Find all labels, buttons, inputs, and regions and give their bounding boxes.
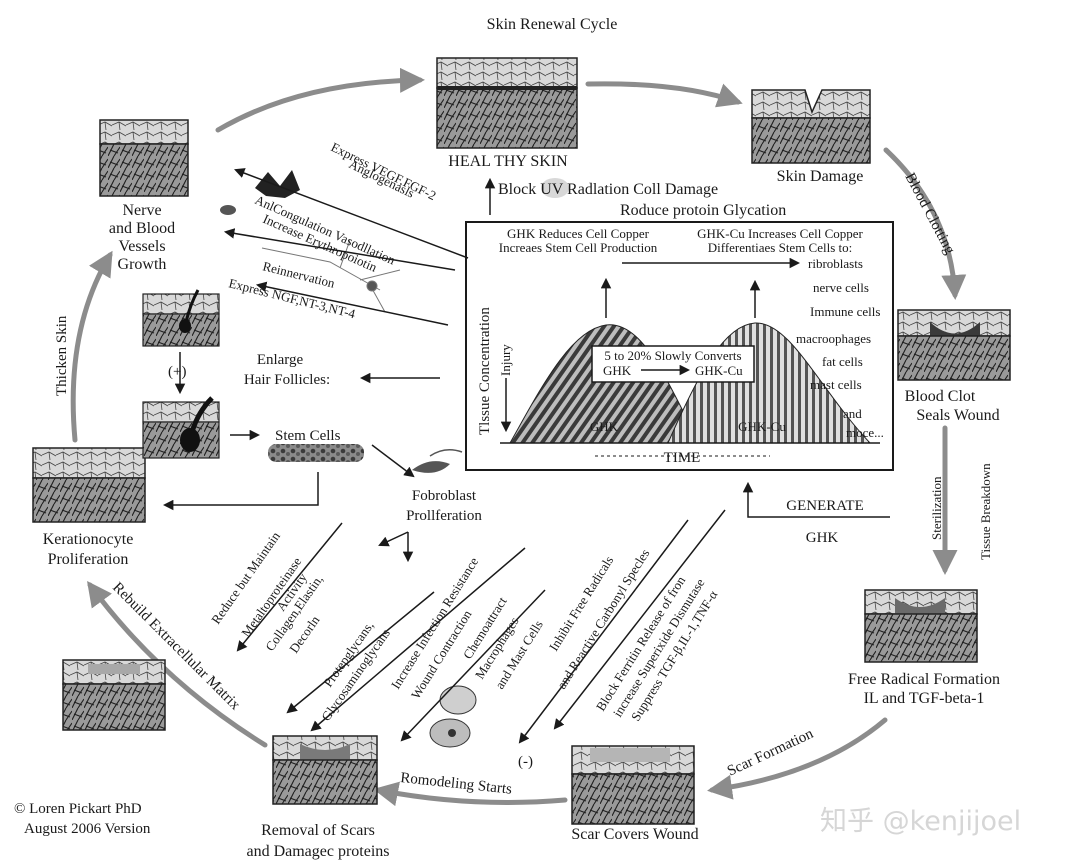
watermark: 知乎 @kenjijoel: [820, 806, 1021, 837]
injury-label: Injury: [498, 344, 513, 376]
label-removal-2: and Damagec proteins: [246, 843, 389, 860]
label-enlarge-1: Enlarge: [257, 352, 304, 368]
label-nerve-4: Growth: [118, 256, 167, 273]
hair-follicle-large-icon: [143, 398, 219, 458]
curve-ghk-label: GHK: [590, 419, 619, 434]
label-scar-formation: Scar Formation: [725, 726, 816, 780]
cell-type-7: moce...: [846, 425, 884, 440]
label-ghkcu-increases-2: Differentiaes Stem Cells to:: [708, 240, 853, 255]
cell-type-2: Immune cells: [810, 304, 880, 319]
label-blood-clot-2: Seals Wound: [916, 407, 999, 424]
skin-nerve-icon: [100, 120, 188, 196]
label-blood-clot-1: Blood Clot: [905, 388, 976, 405]
converts-ghk: GHK: [603, 363, 632, 378]
cycle-arrow-blood-clotting: [886, 150, 955, 295]
converts-text: 5 to 20% Slowly Converts: [604, 348, 741, 363]
copyright-line-1: © Loren Pickart PhD: [14, 801, 142, 817]
label-ghk-reduces-1: GHK Reduces Cell Copper: [507, 226, 650, 241]
cycle-arrow-thicken-skin: [73, 255, 110, 440]
label-minus: (-): [518, 754, 533, 770]
label-remodeling: Romodeling Starts: [400, 770, 513, 798]
label-blood-clotting: Blood Clotting: [901, 170, 957, 257]
cycle-arrow-healthy-to-damage: [588, 84, 738, 102]
copyright-line-2: August 2006 Version: [24, 821, 151, 837]
converts-ghkcu: GHK-Cu: [695, 363, 743, 378]
generate-ghk-label: GHK: [806, 530, 839, 546]
cell-type-3: macroophages: [796, 331, 871, 346]
skin-keratinocyte-icon: [33, 448, 145, 522]
label-nerve-2: and Blood: [109, 220, 175, 237]
skin-free-radical-icon: [865, 590, 977, 662]
label-skin-damage: Skin Damage: [777, 168, 864, 185]
arrow-stem-to-fibro: [372, 445, 413, 476]
label-stem-cells: Stem Cells: [275, 428, 341, 444]
time-label: TIME: [664, 450, 701, 466]
label-healthy-skin: HEAL THY SKIN: [448, 153, 568, 170]
skin-scar-covers-icon: [572, 746, 694, 824]
skin-healthy-icon: [437, 58, 577, 148]
label-fibro-2: Prollferation: [406, 508, 482, 524]
label-plus: (+): [168, 364, 186, 380]
label-fibro-1: Fobroblast: [412, 488, 477, 504]
stem-cells-cluster-icon: [268, 444, 364, 462]
label-keratinocyte-1: Kerationocyte: [43, 531, 134, 548]
label-sterilization: Sterilization: [929, 476, 944, 540]
y-axis-label: Tlssue Concentration: [477, 307, 493, 435]
cell-type-5: mast cells: [810, 377, 862, 392]
label-reinnervation-2: Express NGF,NT-3,NT-4: [227, 275, 357, 321]
cell-type-4: fat cells: [822, 354, 863, 369]
label-scar-covers: Scar Covers Wound: [571, 826, 698, 843]
label-free-radical-2: IL and TGF-beta-1: [864, 690, 985, 707]
arrow-fibro-split-a: [380, 532, 408, 545]
label-nerve-3: Vessels: [118, 238, 165, 255]
arrow-stem-to-keratinocyte: [165, 472, 318, 505]
macrophage-cells-icon: [430, 686, 476, 747]
skin-rebuild-icon: [63, 660, 165, 730]
cell-type-0: ribroblasts: [808, 256, 863, 271]
skin-blood-clot-icon: [898, 310, 1010, 380]
hair-follicle-small-icon: [143, 290, 219, 346]
label-free-radical-1: Free Radical Formation: [848, 671, 1000, 688]
label-enlarge-2: Hair Follicles:: [244, 372, 330, 388]
label-tissue-breakdown: Tissue Breakdown: [978, 463, 993, 560]
label-reduce-maintain: Reduce but Maintain: [208, 528, 283, 626]
curve-ghkcu-label: GHK-Cu: [738, 419, 786, 434]
arrow-wound-contraction: [402, 590, 545, 740]
label-nerve-1: Nerve: [122, 202, 161, 219]
label-removal-1: Removal of Scars: [261, 822, 375, 839]
label-keratinocyte-2: Proliferation: [48, 551, 129, 568]
skin-removal-icon: [273, 736, 377, 804]
skin-damage-icon: [752, 90, 870, 163]
diagram-title: Skin Renewal Cycle: [487, 16, 618, 33]
label-block-uv: Block UV Radlation Coll Damage: [498, 181, 718, 198]
label-reduce-glycation: Roduce protoin Glycation: [620, 202, 786, 219]
label-ghkcu-increases-1: GHK-Cu Increases Cell Copper: [697, 226, 863, 241]
fibroblast-cell-icon: [412, 450, 462, 473]
cell-type-6: and: [843, 406, 862, 421]
generate-label: GENERATE: [786, 498, 864, 514]
cycle-arrow-nerve-to-healthy: [218, 80, 420, 130]
cell-type-1: nerve cells: [813, 280, 869, 295]
label-thicken-skin: Thicken Skin: [54, 315, 70, 396]
label-ghk-reduces-2: Increaes Stem Cell Production: [499, 240, 658, 255]
